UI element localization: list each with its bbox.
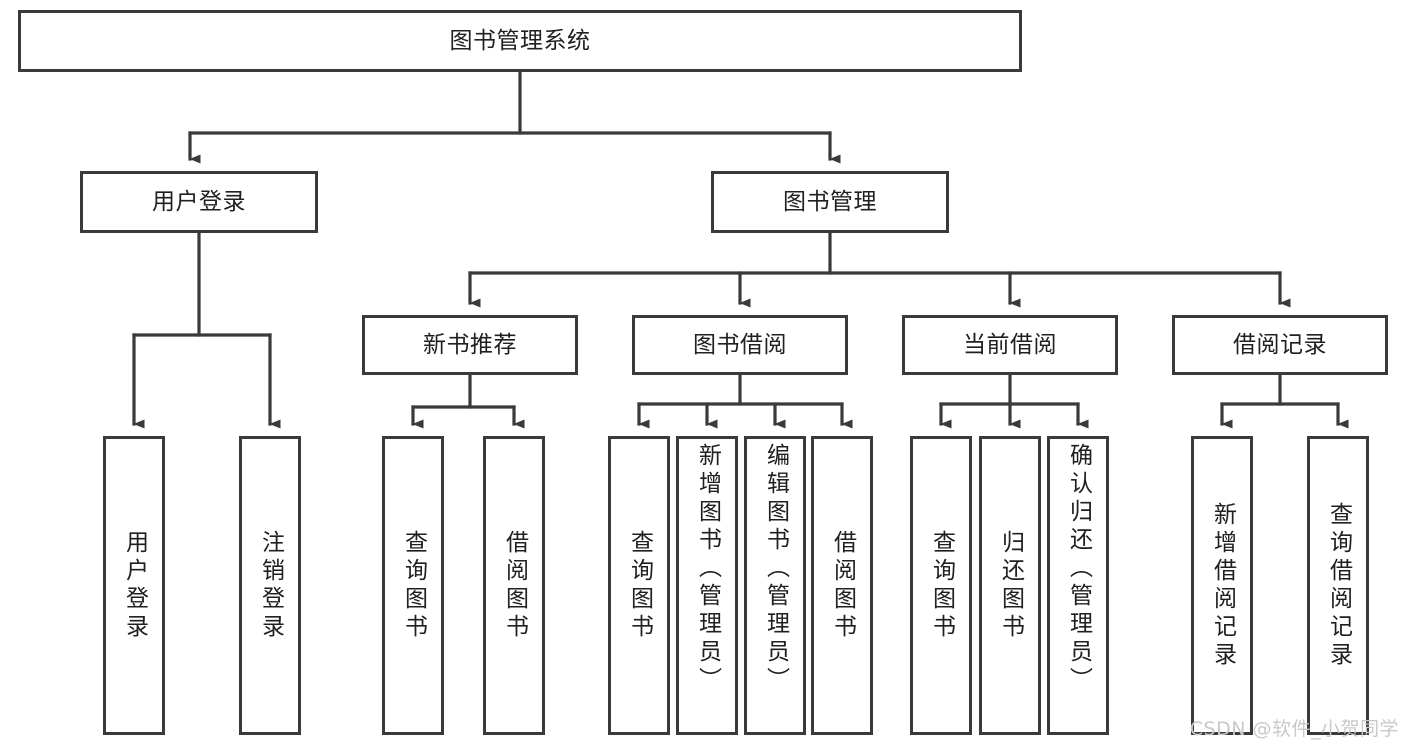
node-label: 借阅记录 xyxy=(1233,331,1327,358)
leaf-borrow-book-1[interactable]: 借阅图书 xyxy=(483,436,545,735)
node-label: 注销登录 xyxy=(257,529,284,642)
leaf-return-book[interactable]: 归还图书 xyxy=(979,436,1041,735)
node-borrow-record[interactable]: 借阅记录 xyxy=(1172,315,1388,375)
leaf-logout-login[interactable]: 注销登录 xyxy=(239,436,301,735)
node-book-borrow[interactable]: 图书借阅 xyxy=(632,315,848,375)
node-label: 编辑图书（管理员） xyxy=(762,443,789,695)
node-label: 查询图书 xyxy=(400,529,427,642)
node-label: 查询图书 xyxy=(626,529,653,642)
leaf-query-book-3[interactable]: 查询图书 xyxy=(910,436,972,735)
node-root-system[interactable]: 图书管理系统 xyxy=(18,10,1022,72)
leaf-query-book-2[interactable]: 查询图书 xyxy=(608,436,670,735)
node-label: 新增借阅记录 xyxy=(1209,501,1236,670)
node-label: 图书管理系统 xyxy=(449,27,591,54)
csdn-watermark: CSDN @软件_小贺同学 xyxy=(1189,718,1399,740)
node-current-borrow[interactable]: 当前借阅 xyxy=(902,315,1118,375)
leaf-add-book[interactable]: 新增图书（管理员） xyxy=(676,436,738,735)
node-label: 借阅图书 xyxy=(829,529,856,642)
leaf-query-book-1[interactable]: 查询图书 xyxy=(382,436,444,735)
leaf-user-login[interactable]: 用户登录 xyxy=(103,436,165,735)
node-label: 图书管理 xyxy=(783,188,877,215)
node-user-login[interactable]: 用户登录 xyxy=(80,171,318,233)
node-label: 确认归还（管理员） xyxy=(1065,443,1092,695)
node-label: 归还图书 xyxy=(997,529,1024,642)
node-label: 图书借阅 xyxy=(693,331,787,358)
leaf-query-record[interactable]: 查询借阅记录 xyxy=(1307,436,1369,735)
node-label: 查询图书 xyxy=(928,529,955,642)
node-label: 用户登录 xyxy=(152,188,246,215)
node-book-management[interactable]: 图书管理 xyxy=(711,171,949,233)
node-label: 借阅图书 xyxy=(501,529,528,642)
node-new-book-recommend[interactable]: 新书推荐 xyxy=(362,315,578,375)
node-label: 查询借阅记录 xyxy=(1325,501,1352,670)
node-label: 当前借阅 xyxy=(963,331,1057,358)
leaf-add-record[interactable]: 新增借阅记录 xyxy=(1191,436,1253,735)
node-label: 用户登录 xyxy=(121,529,148,642)
node-label: 新书推荐 xyxy=(423,331,517,358)
leaf-borrow-book-2[interactable]: 借阅图书 xyxy=(811,436,873,735)
leaf-confirm-return[interactable]: 确认归还（管理员） xyxy=(1047,436,1109,735)
leaf-edit-book[interactable]: 编辑图书（管理员） xyxy=(744,436,806,735)
node-label: 新增图书（管理员） xyxy=(694,443,721,695)
